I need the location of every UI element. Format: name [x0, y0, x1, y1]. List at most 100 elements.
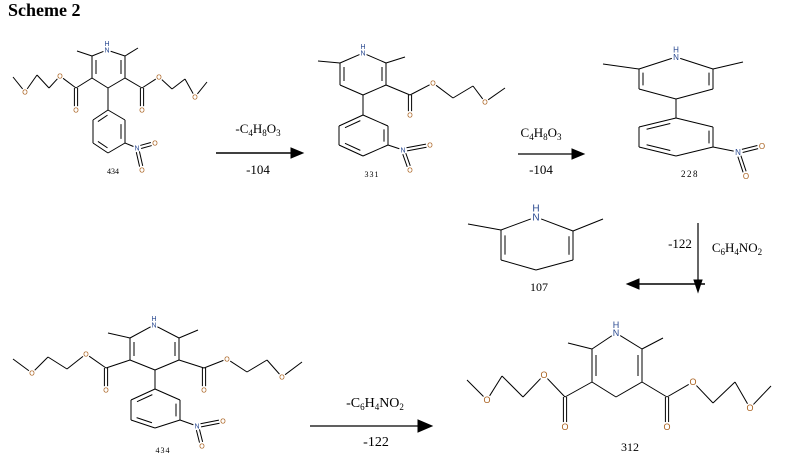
nitrogen-atom-label: N [735, 148, 741, 157]
step3-loss-formula: C6H4NO2 [711, 240, 763, 257]
oxygen-atom-label: O [83, 352, 89, 359]
bond [638, 117, 677, 128]
bond [501, 375, 524, 398]
bond [646, 123, 671, 130]
bond [500, 259, 537, 271]
nitrogen-atom-label: N [194, 424, 199, 431]
oxygen-atom-label: O [57, 74, 63, 81]
bond [154, 359, 180, 371]
bond [466, 379, 484, 397]
compound-number-107: 107 [530, 280, 548, 294]
oxygen-atom-label: O [73, 108, 79, 115]
bond [675, 146, 714, 157]
compound-number-434-top: 434 [107, 167, 119, 176]
bond [406, 143, 427, 149]
nitrogen-atom-label: N [104, 48, 109, 55]
nitrogen-atom-label: N [532, 213, 539, 224]
bond [591, 335, 613, 350]
oxygen-atom-label: O [199, 444, 205, 451]
bond [742, 148, 759, 153]
nitrogen-atom-label: N [360, 51, 365, 58]
bond [535, 259, 574, 271]
bond [385, 84, 411, 96]
bond [741, 145, 758, 150]
bond [712, 381, 736, 404]
arrow-step4 [310, 419, 434, 433]
bond [200, 422, 220, 428]
bond [48, 78, 58, 89]
molecule-107: NH [467, 204, 604, 271]
oxygen-atom-label: O [482, 100, 488, 107]
bond [66, 355, 84, 370]
bond [75, 77, 93, 89]
bond [666, 384, 689, 398]
bond [246, 359, 268, 373]
bond [467, 223, 502, 231]
hydrogen-atom-label: H [360, 44, 365, 51]
bond [317, 60, 341, 64]
hydrogen-atom-label: H [104, 41, 109, 48]
step2-loss-formula: C4H8O3 [520, 125, 562, 142]
bond [740, 155, 747, 172]
bond [107, 109, 126, 121]
bond [124, 142, 134, 147]
bond [572, 218, 604, 232]
oxygen-atom-label: O [29, 371, 35, 378]
bond [472, 85, 484, 100]
bond [567, 342, 593, 350]
arrow-step3-down [625, 223, 705, 294]
bond [184, 78, 194, 94]
hydrogen-atom-label: H [151, 316, 156, 323]
oxygen-atom-label: O [746, 403, 753, 413]
bond [36, 74, 50, 89]
bond [140, 142, 151, 146]
bond [737, 156, 744, 173]
bond [107, 332, 131, 339]
bond [203, 359, 224, 369]
bond [229, 360, 248, 373]
oxygen-atom-label: O [156, 75, 162, 82]
bond [136, 417, 153, 424]
bond [92, 142, 109, 154]
step1-loss-formula: -C4H8O3 [235, 121, 281, 138]
bond [154, 388, 181, 401]
bond [138, 151, 144, 167]
step4-loss-formula: -C6H4NO2 [346, 396, 404, 412]
bond [195, 430, 200, 443]
bond [489, 375, 503, 397]
bond [344, 120, 361, 129]
oxygen-atom-label: O [103, 388, 109, 395]
bond [107, 142, 126, 154]
bond [129, 359, 156, 371]
oxygen-atom-label: O [663, 422, 670, 432]
bond [135, 151, 141, 167]
oxygen-atom-label: O [540, 370, 547, 380]
step1-mass-loss: -104 [246, 162, 270, 177]
bond [680, 57, 714, 70]
bond [646, 144, 671, 151]
oxygen-atom-label: O [139, 108, 145, 115]
oxygen-atom-label: O [139, 168, 145, 175]
bond [34, 356, 49, 371]
bond [12, 76, 23, 90]
oxygen-atom-label: O [279, 375, 285, 382]
nitrogen-atom-label: N [673, 53, 679, 62]
oxygen-atom-label: O [152, 141, 158, 148]
bond [602, 63, 640, 70]
bond [161, 79, 173, 90]
bond [200, 419, 220, 425]
bond [107, 77, 126, 89]
bond [338, 114, 364, 127]
bond [366, 54, 387, 64]
bond [339, 84, 364, 96]
step2-mass-loss: -104 [529, 162, 553, 177]
bond [62, 77, 77, 89]
step4-mass-loss: -122 [363, 435, 389, 450]
bond [540, 218, 574, 232]
bond [547, 378, 566, 398]
bond [92, 109, 109, 121]
